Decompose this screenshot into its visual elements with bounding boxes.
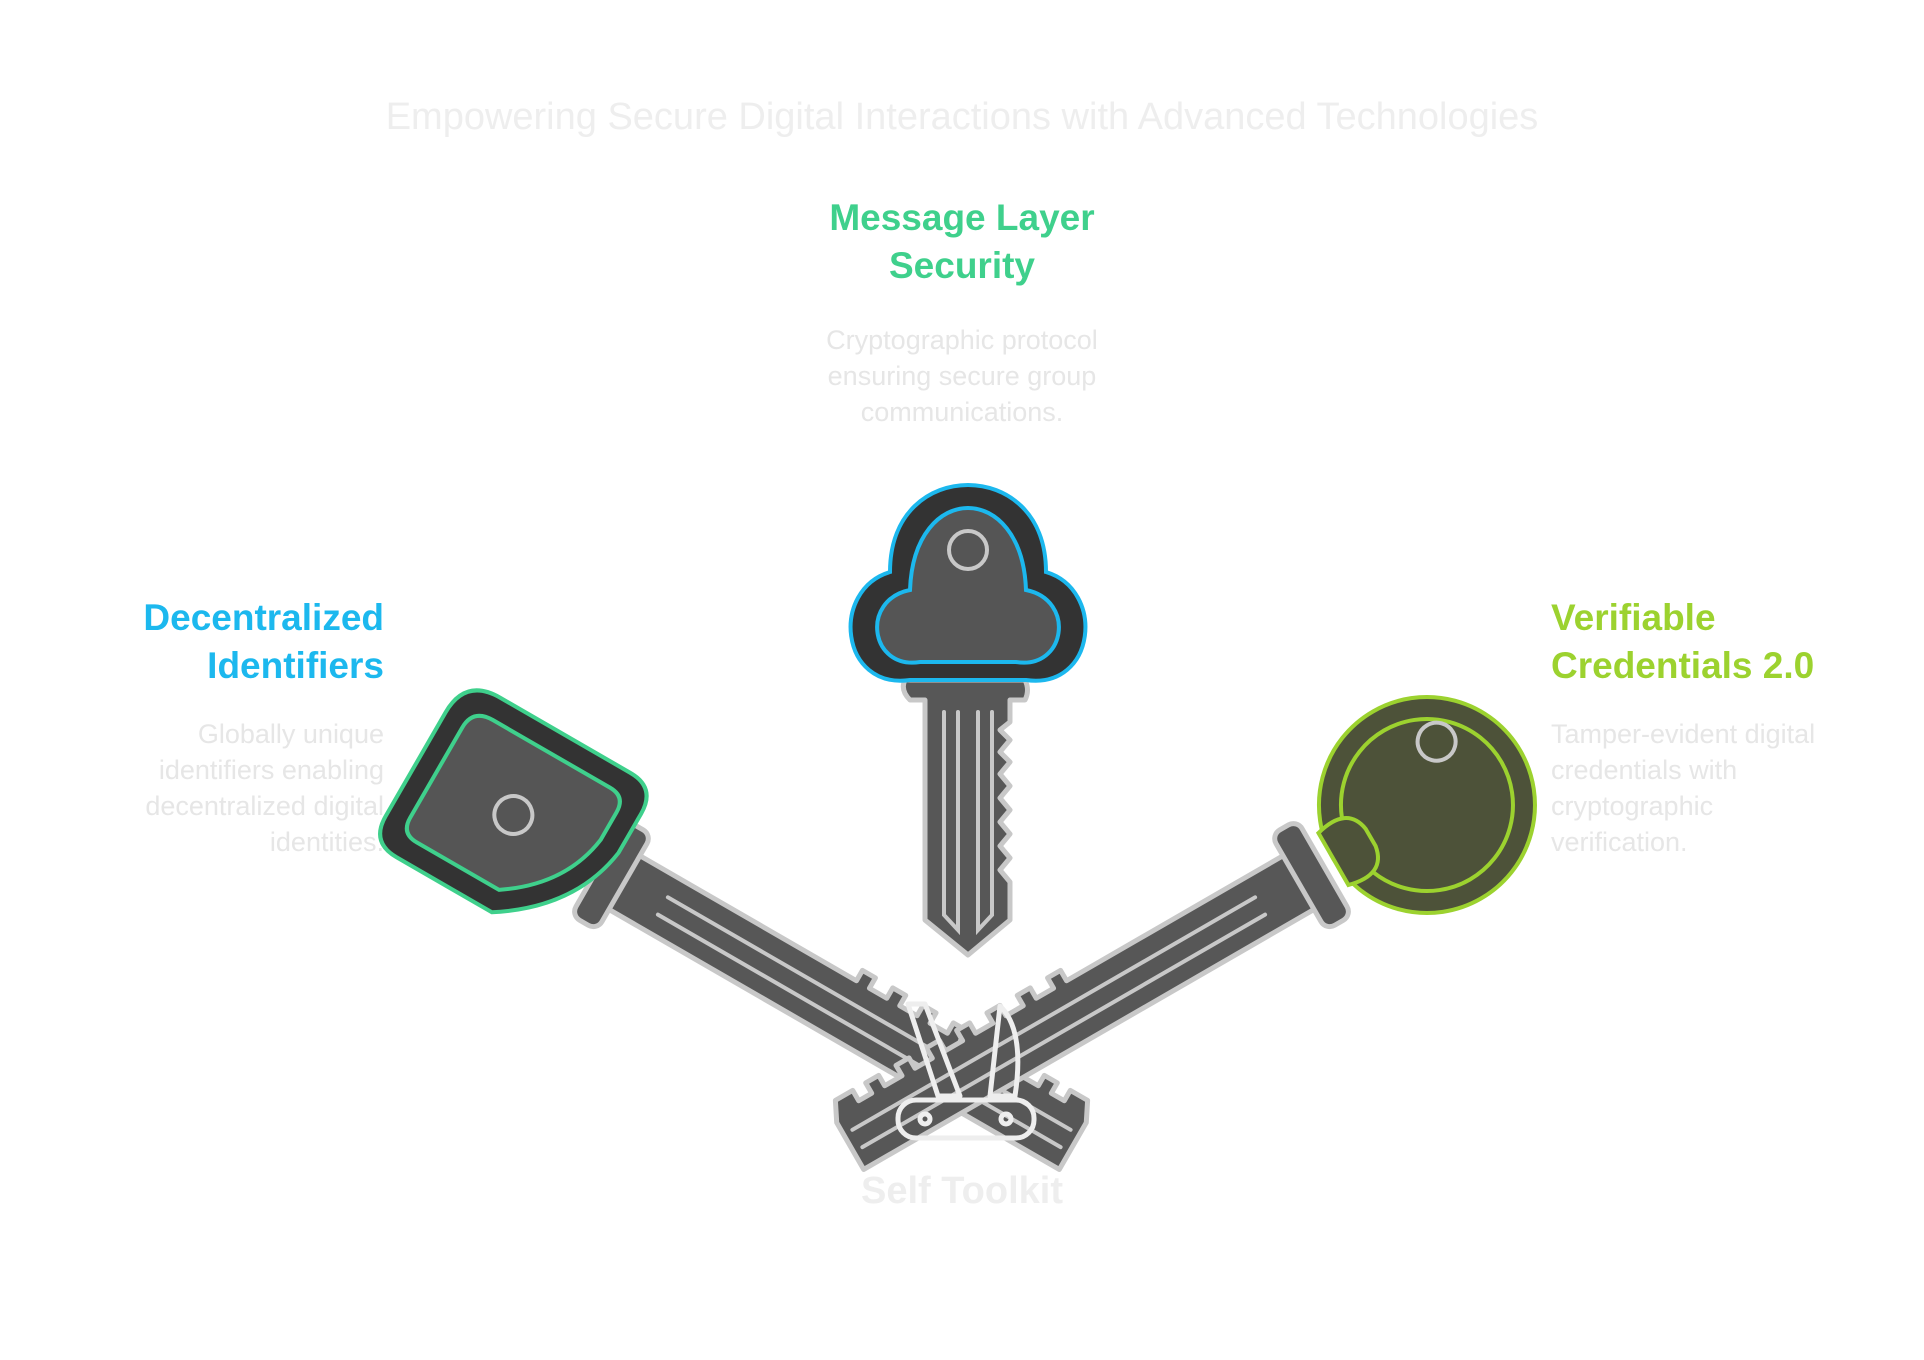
did-desc-line: Globally unique [197, 719, 384, 749]
vc-desc-line: credentials with [1551, 755, 1738, 785]
mls-heading: Message Layer Security [762, 194, 1162, 290]
vc-desc-line: Tamper-evident digital [1551, 719, 1816, 749]
did-desc-line: identifiers enabling [158, 755, 384, 785]
did-desc-line: identities. [269, 827, 384, 857]
mls-desc-line: ensuring secure group [827, 361, 1097, 391]
mls-heading-line: Security [888, 245, 1035, 286]
did-heading: Decentralized Identifiers [84, 594, 384, 690]
vc-heading-line: Verifiable [1551, 597, 1716, 638]
did-heading-line: Decentralized [143, 597, 384, 638]
vc-desc-line: verification. [1551, 827, 1688, 857]
vc-heading: Verifiable Credentials 2.0 [1551, 594, 1911, 690]
did-description: Globally unique identifiers enabling dec… [84, 716, 384, 860]
mls-description: Cryptographic protocol ensuring secure g… [762, 322, 1162, 430]
mls-heading-line: Message Layer [829, 197, 1095, 238]
did-heading-line: Identifiers [207, 645, 384, 686]
page-title: Empowering Secure Digital Interactions w… [385, 96, 1539, 138]
vc-description: Tamper-evident digital credentials with … [1551, 716, 1851, 860]
cloud-key-icon [848, 482, 1088, 958]
did-desc-line: decentralized digital [145, 791, 384, 821]
round-key-icon [832, 695, 1537, 1172]
center-label: Self Toolkit [861, 1170, 1063, 1212]
vc-heading-line: Credentials 2.0 [1551, 645, 1815, 686]
vc-desc-line: cryptographic [1551, 791, 1714, 821]
pocket-knife-icon [895, 1001, 1037, 1141]
mls-desc-line: communications. [860, 397, 1064, 427]
mls-desc-line: Cryptographic protocol [826, 325, 1098, 355]
